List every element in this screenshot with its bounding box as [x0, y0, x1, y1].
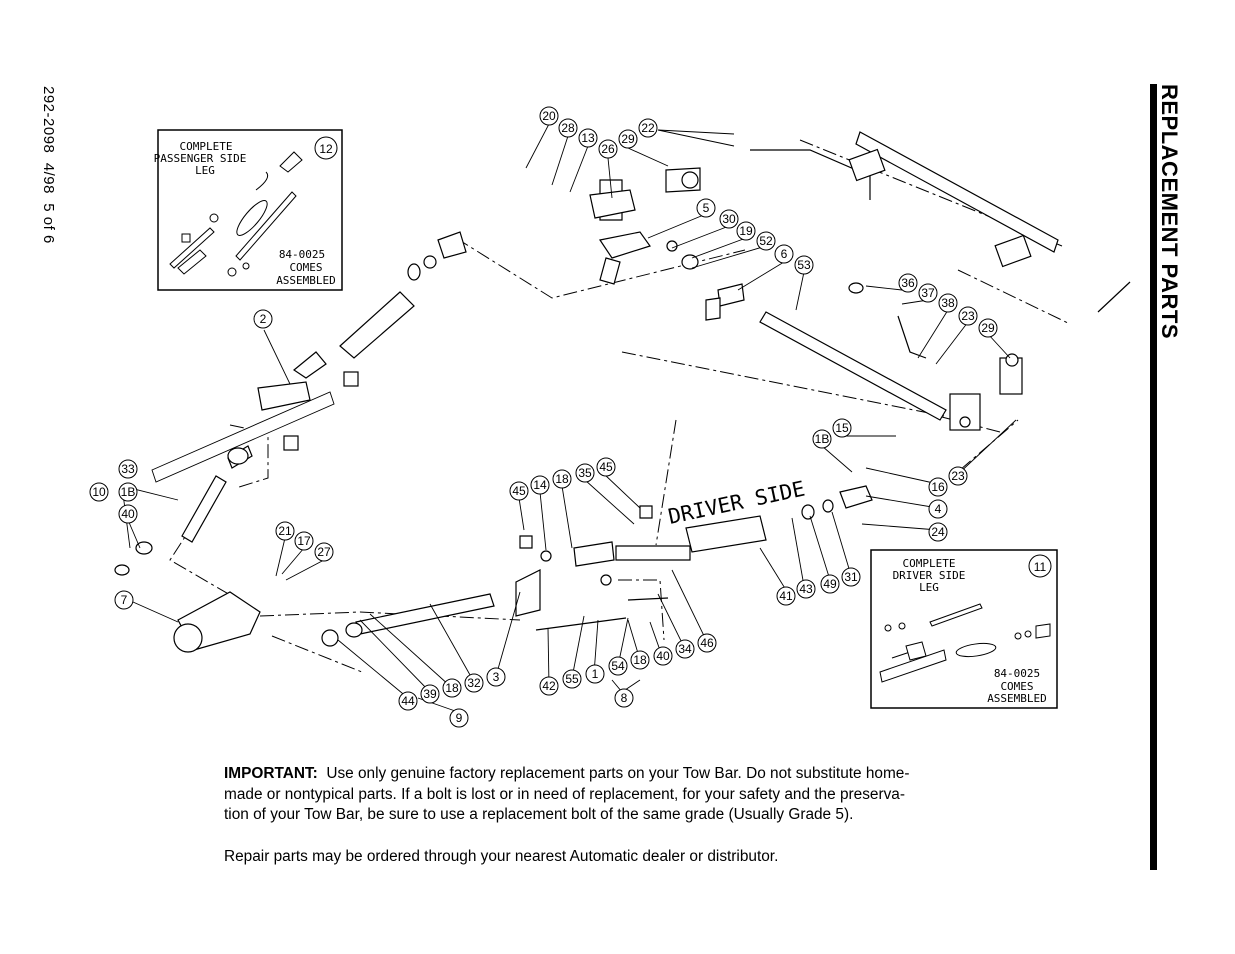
callout-55: 55	[565, 672, 579, 686]
callout-15: 15	[835, 421, 849, 435]
callout-10: 10	[92, 485, 106, 499]
callout-29: 29	[621, 132, 635, 146]
important-paragraph-line-1: IMPORTANT: Use only genuine factory repl…	[224, 764, 1024, 785]
passenger-box-note-2: COMES	[289, 261, 322, 274]
passenger-box-note-3: ASSEMBLED	[276, 274, 336, 287]
callout-33: 33	[121, 462, 135, 476]
callout-40: 40	[121, 507, 135, 521]
callout-3: 3	[493, 670, 500, 684]
callout-4: 4	[935, 502, 942, 516]
callout-19: 19	[739, 224, 753, 238]
driver-box-note-3: ASSEMBLED	[987, 692, 1047, 705]
callout-43: 43	[799, 582, 813, 596]
callout-13: 13	[581, 131, 595, 145]
callout-20: 20	[542, 109, 556, 123]
callout-8: 8	[621, 691, 628, 705]
callout-27: 27	[317, 545, 331, 559]
callout-46: 46	[700, 636, 714, 650]
hardware-drawing	[114, 131, 1131, 653]
important-text-2: made or nontypical parts. If a bolt is l…	[224, 785, 905, 803]
callout-24: 24	[931, 525, 945, 539]
callout-23: 23	[951, 469, 965, 483]
callout-9: 9	[456, 711, 463, 725]
callout-18: 18	[633, 653, 647, 667]
driver-box-note-2: COMES	[1000, 680, 1033, 693]
passenger-box-title-1: COMPLETE	[180, 140, 233, 153]
driver-box-note-1: 84-0025	[994, 667, 1040, 680]
callout-31: 31	[844, 570, 858, 584]
driver-box-title-2: DRIVER SIDE	[893, 569, 966, 582]
driver-side-inset: COMPLETE DRIVER SIDE LEG 11 84-0025 COME…	[870, 549, 1058, 709]
callout-23: 23	[961, 309, 975, 323]
callout-40: 40	[656, 649, 670, 663]
section-title: REPLACEMENT PARTS	[1157, 84, 1182, 339]
passenger-box-note-1: 84-0025	[279, 248, 325, 261]
callout-2: 2	[260, 312, 267, 326]
callout-7: 7	[121, 593, 128, 607]
important-label: IMPORTANT:	[224, 765, 318, 782]
callout-1B: 1B	[121, 485, 136, 499]
callout-16: 16	[931, 480, 945, 494]
callout-54: 54	[611, 659, 625, 673]
callout-26: 26	[601, 142, 615, 156]
driver-box-title-3: LEG	[919, 581, 939, 594]
callout-36: 36	[901, 276, 915, 290]
callout-37: 37	[921, 286, 935, 300]
callout-45: 45	[512, 484, 526, 498]
important-notes: IMPORTANT: Use only genuine factory repl…	[224, 764, 1024, 867]
passenger-box-title-3: LEG	[195, 164, 215, 177]
callout-21: 21	[278, 524, 292, 538]
callout-38: 38	[941, 296, 955, 310]
callout-28: 28	[561, 121, 575, 135]
callout-1B: 1B	[815, 432, 830, 446]
passenger-side-inset: COMPLETE PASSENGER SIDE LEG 12 84-0025 C…	[154, 129, 343, 291]
callout-42: 42	[542, 679, 556, 693]
callout-22: 22	[641, 121, 655, 135]
callout-29: 29	[981, 321, 995, 335]
driver-box-title-1: COMPLETE	[903, 557, 956, 570]
callout-45: 45	[599, 460, 613, 474]
callout-44: 44	[401, 694, 415, 708]
callout-52: 52	[759, 234, 773, 248]
callout-14: 14	[533, 478, 547, 492]
callout-30: 30	[722, 212, 736, 226]
callout-6: 6	[781, 247, 788, 261]
callout-1: 1	[592, 667, 599, 681]
callout-35: 35	[578, 466, 592, 480]
repair-note: Repair parts may be ordered through your…	[224, 847, 779, 865]
callout-5: 5	[703, 201, 710, 215]
passenger-box-number: 12	[319, 142, 333, 156]
callout-53: 53	[797, 258, 811, 272]
assembly-lines	[169, 139, 1071, 673]
driver-box-number: 11	[1034, 560, 1047, 574]
callout-34: 34	[678, 642, 692, 656]
callout-balloons	[89, 106, 998, 728]
important-text-1: Use only genuine factory replacement par…	[326, 765, 910, 782]
callout-39: 39	[423, 687, 437, 701]
callout-17: 17	[297, 534, 311, 548]
callout-18: 18	[555, 472, 569, 486]
callout-32: 32	[467, 676, 481, 690]
title-rule	[1150, 84, 1157, 870]
passenger-box-title-2: PASSENGER SIDE	[154, 152, 247, 165]
callout-18: 18	[445, 681, 459, 695]
callout-41: 41	[779, 589, 793, 603]
document-code: 292-2098 4/98 5 of 6	[40, 86, 57, 244]
important-text-3: tion of your Tow Bar, be sure to use a r…	[224, 806, 854, 823]
callout-49: 49	[823, 577, 837, 591]
